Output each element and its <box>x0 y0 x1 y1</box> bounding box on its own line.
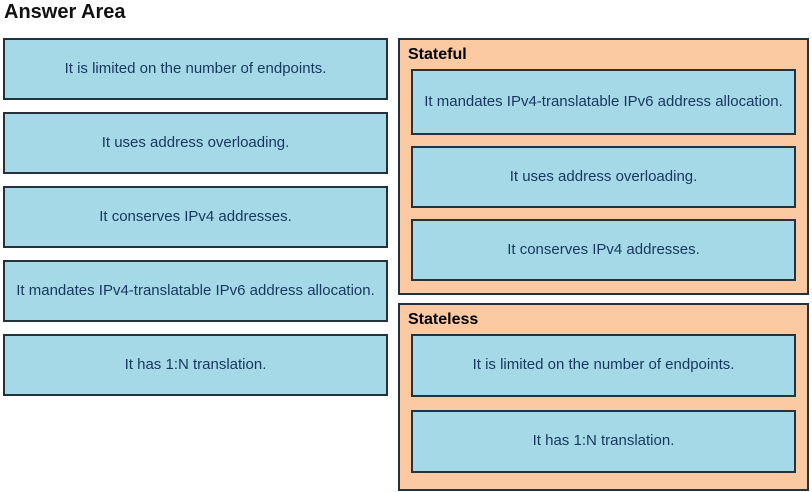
drag-item[interactable]: It is limited on the number of endpoints… <box>3 38 388 100</box>
drag-item[interactable]: It mandates IPv4-translatable IPv6 addre… <box>3 260 388 322</box>
drag-item[interactable]: It conserves IPv4 addresses. <box>3 186 388 248</box>
drop-item[interactable]: It conserves IPv4 addresses. <box>411 219 796 281</box>
drag-item[interactable]: It uses address overloading. <box>3 112 388 174</box>
drop-item[interactable]: It mandates IPv4-translatable IPv6 addre… <box>411 69 796 135</box>
page-title: Answer Area <box>4 1 126 23</box>
group-label-stateful: Stateful <box>408 46 467 63</box>
source-items-column: It is limited on the number of endpoints… <box>3 38 388 408</box>
drop-item[interactable]: It has 1:N translation. <box>411 410 796 473</box>
drop-item[interactable]: It is limited on the number of endpoints… <box>411 334 796 397</box>
drag-item[interactable]: It has 1:N translation. <box>3 334 388 396</box>
drop-group-stateless: Stateless It is limited on the number of… <box>398 303 809 491</box>
drop-item[interactable]: It uses address overloading. <box>411 146 796 208</box>
drop-group-stateful: Stateful It mandates IPv4-translatable I… <box>398 38 809 295</box>
group-label-stateless: Stateless <box>408 311 479 328</box>
